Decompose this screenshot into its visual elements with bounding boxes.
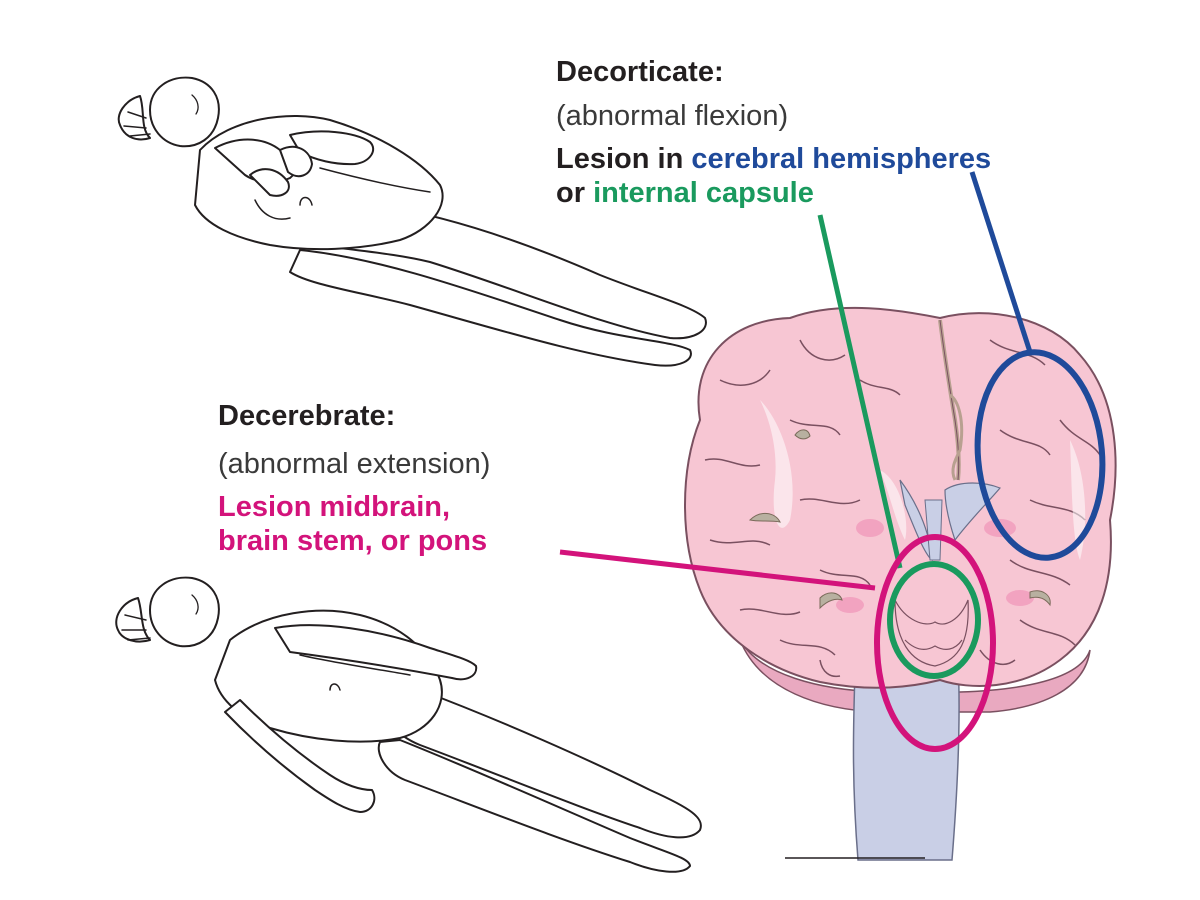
internal-capsule-callout: [817, 214, 981, 679]
lesion-prefix: Lesion in: [556, 143, 692, 175]
decorticate-subtitle: (abnormal flexion): [556, 100, 789, 132]
hemispheres-callout: [969, 171, 1106, 561]
lesion-internal-capsule: internal capsule: [593, 177, 814, 209]
decerebrate-title: Decerebrate:: [218, 400, 396, 432]
midbrain-callout: [559, 534, 996, 752]
brain-illustration: [684, 306, 1117, 861]
decerebrate-lesion-line-2: brain stem, or pons: [218, 525, 488, 557]
lesion-connector: or: [556, 177, 594, 209]
decerebrate-figure: [115, 576, 702, 873]
decorticate-figure: [117, 76, 707, 367]
decorticate-title-text: Decorticate: [556, 56, 714, 88]
lesion-cerebral-hemispheres: cerebral hemispheres: [691, 143, 992, 175]
decorticate-lesion-line-2: or internal capsule: [556, 176, 814, 210]
decorticate-title-colon: :: [713, 56, 724, 88]
decerebrate-subtitle: (abnormal extension): [218, 448, 491, 480]
decorticate-title: Decorticate:: [556, 56, 724, 89]
decerebrate-lesion-line-1: Lesion midbrain,: [218, 491, 451, 523]
brainstem: [852, 659, 960, 861]
decorticate-lesion-line-1: Lesion in cerebral hemispheres: [556, 142, 991, 176]
